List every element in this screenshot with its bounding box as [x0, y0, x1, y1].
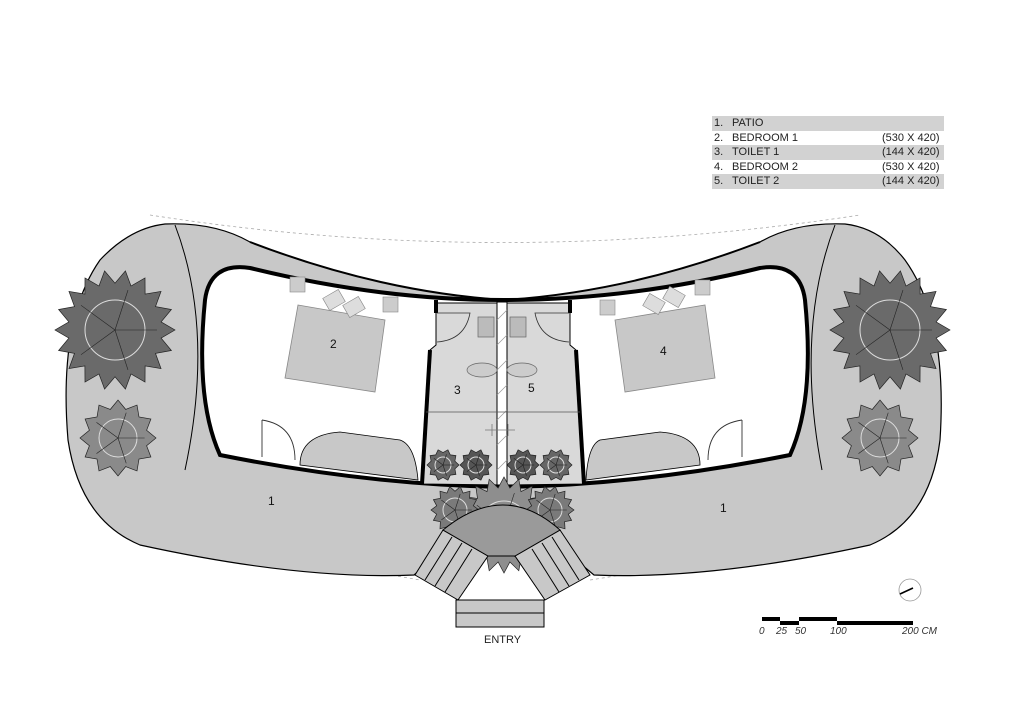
- legend-row: 3. TOILET 1 (144 X 420): [712, 145, 944, 160]
- shower-icon: [485, 424, 515, 436]
- legend-num: 1.: [714, 117, 724, 129]
- toilet-2-door[interactable]: [534, 312, 570, 343]
- legend-dim: (144 X 420): [882, 175, 940, 187]
- sink-icon: [477, 316, 495, 338]
- legend-dim: [882, 116, 944, 131]
- legend-row: 1. PATIO: [712, 116, 944, 131]
- room-legend: 1. PATIO 2. BEDROOM 1 (530 X 420) 3. TOILET …: [712, 116, 944, 189]
- tree-icon: [841, 399, 919, 477]
- tree-icon: [79, 399, 157, 477]
- legend-name: PATIO: [732, 117, 764, 129]
- label-patio-right: 1: [720, 501, 727, 515]
- legend-name: BEDROOM 1: [732, 131, 799, 144]
- scale-tick-label: 0: [759, 626, 765, 637]
- legend-name: BEDROOM 2: [732, 160, 799, 173]
- label-toilet-2: 5: [528, 381, 535, 395]
- legend-name: TOILET 1: [732, 146, 780, 158]
- tree-icon: [426, 449, 460, 481]
- north-arrow-icon: [898, 578, 922, 602]
- bedroom-1-door[interactable]: [261, 419, 296, 461]
- bedroom-2-door[interactable]: [707, 419, 743, 461]
- scale-tick-label: 200 CM: [902, 626, 938, 637]
- legend-row: 5. TOILET 2 (144 X 420): [712, 174, 944, 189]
- legend-dim: (144 X 420): [882, 146, 940, 158]
- legend-row: 2. BEDROOM 1 (530 X 420): [712, 131, 944, 146]
- label-patio-left: 1: [268, 494, 275, 508]
- legend-num: 3.: [714, 146, 724, 158]
- scale-tick-label: 50: [795, 626, 807, 637]
- label-bedroom-2: 4: [660, 344, 667, 358]
- scale-bar: [762, 617, 913, 625]
- sink-icon: [509, 316, 527, 338]
- roof-outline: [149, 214, 861, 243]
- entry-label: ENTRY: [484, 634, 522, 646]
- legend-num: 5.: [714, 175, 724, 187]
- tree-icon: [54, 270, 176, 390]
- scale-tick-label: 25: [776, 626, 788, 637]
- entry-steps: [414, 504, 591, 628]
- legend-dim: (530 X 420): [882, 160, 940, 173]
- legend-name: TOILET 2: [732, 175, 780, 187]
- wc-icon: [506, 362, 538, 378]
- bed-bedroom-2: [599, 279, 716, 393]
- tree-icon: [459, 449, 493, 481]
- toilet-1-door[interactable]: [436, 312, 471, 343]
- scale-tick-label: 100: [830, 626, 847, 637]
- legend-num: 4.: [714, 160, 724, 173]
- legend-num: 2.: [714, 131, 724, 144]
- bed-bedroom-1: [284, 276, 399, 393]
- legend-dim: (530 X 420): [882, 131, 940, 144]
- label-toilet-1: 3: [454, 383, 461, 397]
- label-bedroom-1: 2: [330, 337, 337, 351]
- tree-icon: [539, 449, 573, 481]
- tree-icon: [829, 270, 951, 390]
- wc-icon: [466, 362, 498, 378]
- legend-row: 4. BEDROOM 2 (530 X 420): [712, 160, 944, 175]
- tree-icon: [506, 449, 540, 481]
